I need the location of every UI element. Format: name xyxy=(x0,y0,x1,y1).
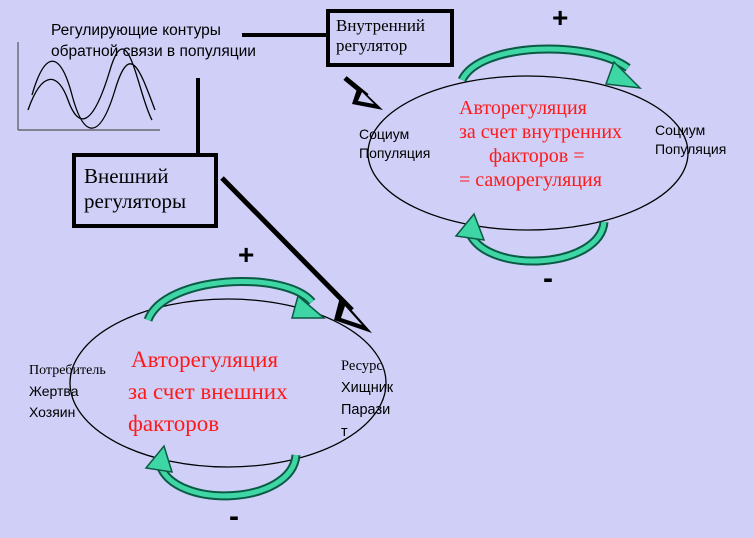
top-center-line-1: Авторегуляция xyxy=(459,97,587,119)
top-cycle-plus-sign: + xyxy=(552,2,569,33)
bottom-right-label-line-3: Парази xyxy=(341,402,391,418)
top-right-label-line-2: Популяция xyxy=(655,141,727,157)
bottom-left-label-line-3: Хозяин xyxy=(29,404,76,420)
bottom-left-label-line-2: Жертва xyxy=(29,383,79,399)
internal-regulator-line-2: регулятор xyxy=(336,36,408,56)
bottom-right-label-line-1: Ресурс xyxy=(341,358,383,374)
top-cycle-left-label: Социум Популяция xyxy=(359,125,430,163)
external-regulators-box: Внешний регуляторы xyxy=(72,153,218,228)
bottom-left-label-line-1: Потребитель xyxy=(29,363,106,378)
feedback-title: Регулирующие контуры обратной связи в по… xyxy=(51,20,256,62)
bottom-right-label-line-2: Хищник xyxy=(341,380,394,396)
top-center-line-4: = саморегуляция xyxy=(459,169,602,191)
top-cycle-right-label: Социум Популяция xyxy=(655,121,726,159)
bottom-cycle-negative-arrow xyxy=(144,444,301,501)
internal-regulator-arrow xyxy=(343,76,383,110)
top-left-label-line-2: Популяция xyxy=(359,145,431,161)
bottom-center-line-2: за счет внешних xyxy=(128,379,288,404)
top-left-label-line-1: Социум xyxy=(359,126,410,142)
external-regulator-arrow xyxy=(220,176,372,333)
external-regulators-line-1: Внешний xyxy=(84,164,169,188)
external-regulators-line-2: регуляторы xyxy=(84,189,187,214)
bottom-cycle-center-text: Авторегуляция за счет внешних факторов xyxy=(128,344,288,440)
internal-regulator-line-1: Внутренний xyxy=(336,16,426,35)
bottom-center-line-3: факторов xyxy=(128,411,220,436)
top-cycle-positive-arrow xyxy=(457,44,643,89)
top-cycle-center-text: Авторегуляция за счет внутренних факторо… xyxy=(459,96,622,192)
bottom-center-line-1: Авторегуляция xyxy=(131,347,279,372)
bottom-cycle-plus-sign: + xyxy=(238,239,255,270)
top-center-line-3: факторов = xyxy=(489,145,585,167)
top-cycle-ellipse xyxy=(367,75,689,231)
feedback-title-line-2: обратной связи в популяции xyxy=(51,43,256,60)
bottom-right-label-line-4: т xyxy=(341,424,348,440)
feedback-title-line-1: Регулирующие контуры xyxy=(51,22,221,39)
internal-regulator-box: Внутренний регулятор xyxy=(326,9,454,67)
top-cycle-negative-arrow xyxy=(454,212,609,266)
bottom-cycle-right-label: Ресурс Хищник Парази т xyxy=(341,355,393,443)
bottom-cycle-positive-arrow xyxy=(143,277,327,323)
top-center-line-2: за счет внутренних xyxy=(459,121,623,143)
bottom-cycle-ellipse xyxy=(69,298,387,468)
population-graph-icon xyxy=(17,42,160,131)
top-right-label-line-1: Социум xyxy=(655,122,706,138)
bottom-cycle-left-label: Потребитель Жертва Хозяин xyxy=(29,360,106,423)
top-cycle-minus-sign: - xyxy=(543,262,553,295)
bottom-cycle-minus-sign: - xyxy=(229,500,239,533)
